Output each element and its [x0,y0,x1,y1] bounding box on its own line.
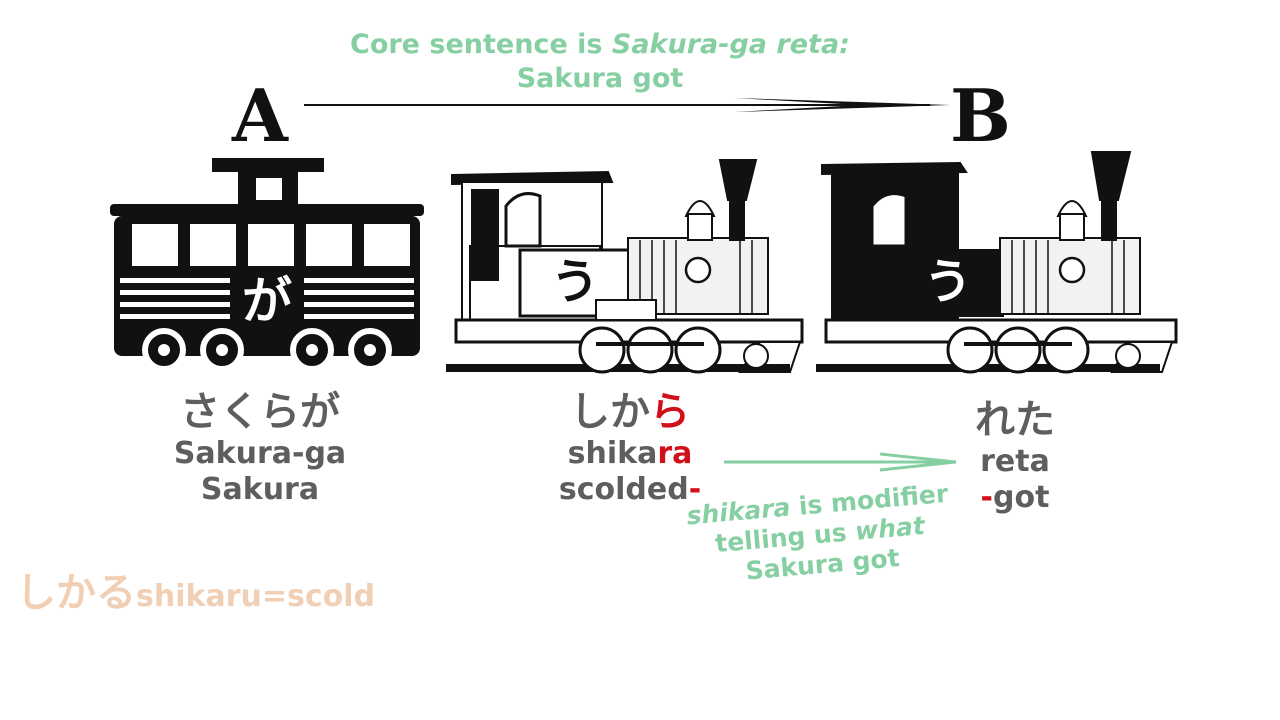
locomotive-icon [816,151,1178,374]
subject-english: Sakura [200,472,320,507]
dictionary-entry: shikaru=scold [136,579,375,614]
modifier-english-dash: - [688,472,702,507]
dictionary-japanese: しかる [16,570,136,616]
verb-english: got [993,480,1050,515]
locomotive-icon [446,159,804,374]
note-line2: Sakura got [516,63,684,94]
label-a: A [232,73,288,158]
core-sentence-note: Core sentence is Sakura-ga reta: Sakura … [300,28,900,96]
label-b: B [950,73,1011,158]
verb-english-dash: - [980,480,993,515]
subject-romaji: Sakura-ga [173,436,347,471]
note-line1-prefix: Core sentence is [350,29,612,60]
verb-japanese: れた [975,397,1055,443]
passenger-car-icon [110,158,424,372]
verb-column: れた reta -got [940,396,1090,516]
modifier-romaji: shika [567,436,658,471]
note-line1-italic: Sakura-ga reta: [611,29,850,60]
verb-romaji: reta [980,444,1050,479]
modifier-column: しから shikara scolded- [540,388,720,508]
dictionary-form: しかるshikaru=scold [16,560,375,618]
subject-japanese: さくらが [180,389,340,435]
modifier-japanese: しか [570,389,650,435]
engine-kana-1: う [550,254,599,310]
modifier-romaji-ending: ra [657,436,693,471]
subject-column: さくらが Sakura-ga Sakura [140,388,380,508]
modifier-arrow [724,452,957,472]
modifier-english: scolded [558,472,689,507]
modifier-note-italic2: what [853,510,926,546]
modifier-japanese-ending: ら [650,389,690,435]
a-to-b-arrow [304,98,950,112]
engine-kana-2: う [923,254,972,310]
car-kana: が [242,272,292,330]
